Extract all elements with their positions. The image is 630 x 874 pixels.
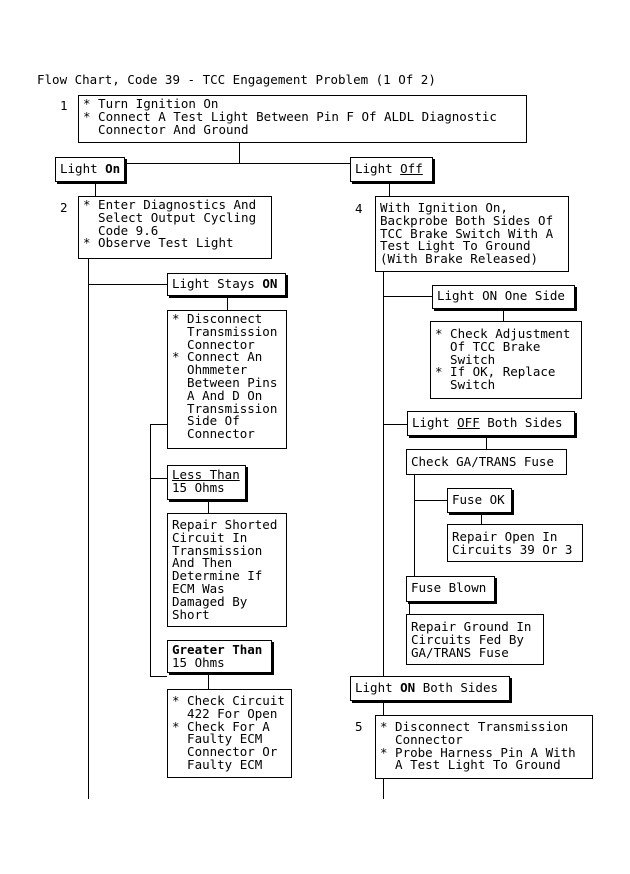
light-on-emphasis: On (105, 161, 121, 176)
connector-line (150, 478, 167, 479)
light-on-both-sides-box: Light ON Both Sides (350, 676, 510, 701)
disconnect-ohmmeter-text: * Disconnect Transmission Connector * Co… (172, 311, 278, 442)
step-number-1: 1 (60, 98, 68, 113)
connector-line (389, 182, 390, 196)
light-off-emphasis: Off (400, 161, 423, 176)
connector-line (383, 701, 384, 715)
connector-line (409, 602, 410, 614)
page-title: Flow Chart, Code 39 - TCC Engagement Pro… (37, 72, 436, 87)
disconnect-ohmmeter-box: * Disconnect Transmission Connector * Co… (167, 310, 287, 449)
light-off-both-prefix: Light (412, 415, 458, 430)
connector-line (383, 779, 384, 799)
light-off-both-suffix: Both Sides (479, 415, 563, 430)
connector-line (227, 294, 228, 310)
light-stays-on-box: Light Stays ON (167, 273, 286, 296)
repair-shorted-box: Repair Shorted Circuit In Transmission A… (167, 513, 287, 627)
step-1-text: * Turn Ignition On * Connect A Test Ligh… (83, 96, 497, 137)
connector-line (150, 676, 167, 677)
light-on-both-emphasis: ON (400, 680, 416, 695)
step-4-box: With Ignition On, Backprobe Both Sides O… (375, 196, 569, 272)
light-on-prefix: Light (60, 161, 106, 176)
repair-ground-text: Repair Ground In Circuits Fed By GA/TRAN… (411, 619, 532, 660)
fuse-blown-text: Fuse Blown (411, 580, 487, 595)
repair-shorted-text: Repair Shorted Circuit In Transmission A… (172, 517, 278, 622)
light-on-both-prefix: Light (355, 680, 401, 695)
check-adjustment-box: * Check Adjustment Of TCC Brake Switch *… (430, 321, 582, 399)
connector-line (88, 284, 167, 285)
light-on-both-suffix: Both Sides (415, 680, 499, 695)
check-circuit-box: * Check Circuit 422 For Open * Check For… (167, 689, 292, 778)
connector-line (95, 182, 96, 196)
light-off-both-sides-box: Light OFF Both Sides (407, 411, 575, 436)
step-2-text: * Enter Diagnostics And Select Output Cy… (83, 197, 257, 251)
greater-than-value: 15 Ohms (172, 654, 225, 670)
check-adjustment-text: * Check Adjustment Of TCC Brake Switch *… (435, 326, 571, 393)
light-off-both-emphasis: OFF (457, 415, 480, 430)
connector-line (208, 673, 209, 689)
connector-line (503, 309, 504, 321)
repair-ground-box: Repair Ground In Circuits Fed By GA/TRAN… (406, 614, 544, 665)
light-on-box: Light On (55, 157, 125, 182)
fuse-ok-box: Fuse OK (447, 488, 512, 513)
connector-line (208, 500, 209, 513)
connector-line (383, 296, 432, 297)
connector-line (383, 424, 407, 425)
step-2-box: * Enter Diagnostics And Select Output Cy… (78, 196, 272, 259)
connector-line (414, 500, 447, 501)
light-stays-on-prefix: Light Stays (172, 276, 263, 291)
step-4-text: With Ignition On, Backprobe Both Sides O… (380, 200, 554, 267)
step-5-text: * Disconnect Transmission Connector * Pr… (380, 719, 576, 773)
step-number-5: 5 (355, 719, 363, 734)
repair-open-text: Repair Open In Circuits 39 Or 3 (452, 529, 573, 557)
step-number-2: 2 (60, 200, 68, 215)
connector-line (486, 436, 487, 449)
step-1-box: * Turn Ignition On * Connect A Test Ligh… (78, 95, 527, 143)
check-fuse-text: Check GA/TRANS Fuse (411, 454, 554, 469)
check-circuit-text: * Check Circuit 422 For Open * Check For… (172, 693, 285, 772)
connector-line (383, 272, 384, 676)
step-number-4: 4 (355, 201, 363, 216)
light-stays-on-emphasis: ON (262, 276, 278, 291)
less-than-value: 15 Ohms (172, 479, 225, 495)
light-on-one-side-box: Light ON One Side (432, 285, 575, 309)
repair-open-box: Repair Open In Circuits 39 Or 3 (447, 524, 583, 562)
step-5-box: * Disconnect Transmission Connector * Pr… (375, 715, 593, 779)
connector-line (150, 424, 151, 676)
light-on-one-side-text: Light ON One Side (437, 288, 565, 303)
connector-line (414, 475, 415, 603)
fuse-blown-box: Fuse Blown (406, 576, 495, 602)
light-off-box: Light Off (350, 157, 433, 182)
light-off-prefix: Light (355, 161, 401, 176)
connector-line (239, 143, 240, 163)
connector-line (125, 163, 350, 164)
check-fuse-box: Check GA/TRANS Fuse (406, 449, 567, 475)
greater-than-label: Greater Than (172, 642, 263, 657)
less-than-label: Less Than (172, 467, 240, 482)
connector-line (481, 513, 482, 524)
fuse-ok-text: Fuse OK (452, 492, 505, 507)
connector-line (88, 259, 89, 799)
connector-line (150, 424, 167, 425)
